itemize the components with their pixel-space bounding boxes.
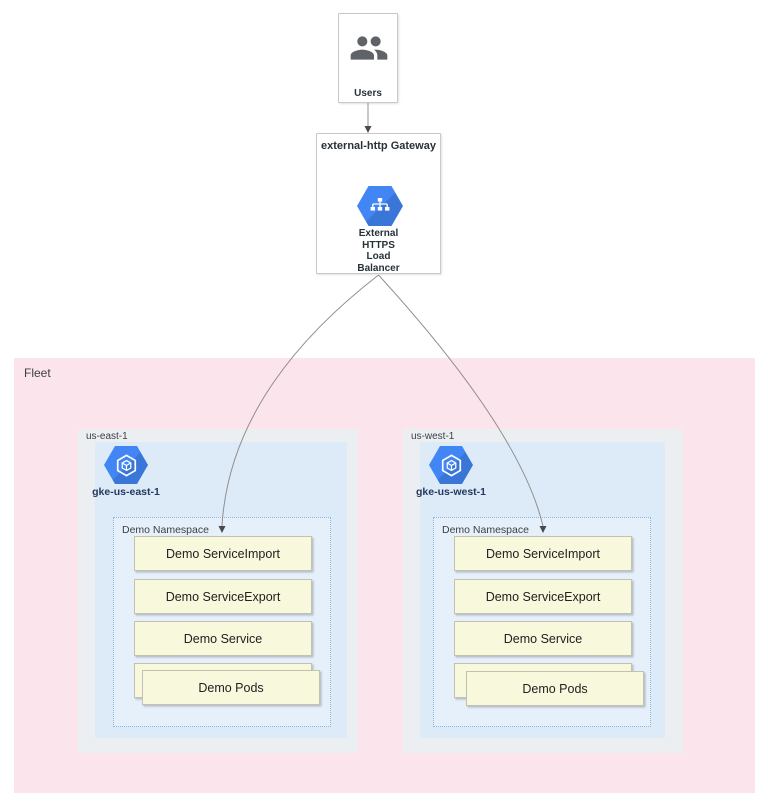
service-export-node: Demo ServiceExport (454, 579, 632, 614)
cluster-label: gke-us-west-1 (415, 486, 487, 498)
namespace-us-west-1: Demo Namespace Demo ServiceImport Demo S… (433, 517, 651, 727)
fleet-group: Fleet us-east-1 gke-us-east-1 Demo Names… (14, 358, 755, 793)
users-node: Users (338, 13, 398, 103)
region-label: us-west-1 (411, 431, 455, 442)
region-us-east-1: us-east-1 gke-us-east-1 Demo Namespace D… (78, 429, 358, 753)
cluster-label: gke-us-east-1 (92, 486, 160, 498)
load-balancer-glyph-icon (370, 198, 390, 211)
gke-glyph-icon (441, 454, 461, 476)
namespace-us-east-1: Demo Namespace Demo ServiceImport Demo S… (113, 517, 331, 727)
users-icon (350, 36, 388, 60)
pods-node: Demo Pods (142, 670, 320, 705)
service-export-node: Demo ServiceExport (134, 579, 312, 614)
gateway-title: external-http Gateway (321, 140, 436, 152)
load-balancer-icon (357, 186, 403, 226)
arrowhead-icon (364, 126, 372, 133)
region-us-west-1: us-west-1 gke-us-west-1 Demo Namespace D… (403, 429, 683, 753)
load-balancer-label: External HTTPS Load Balancer (357, 228, 400, 274)
gke-cluster-icon (429, 446, 473, 484)
users-label: Users (354, 88, 382, 99)
service-import-node: Demo ServiceImport (454, 536, 632, 571)
region-label: us-east-1 (86, 431, 128, 442)
service-import-node: Demo ServiceImport (134, 536, 312, 571)
pods-node: Demo Pods (466, 671, 644, 706)
fleet-label: Fleet (24, 366, 51, 380)
gke-glyph-icon (116, 454, 136, 476)
gateway-node: external-http Gateway External HTTPS Loa… (316, 133, 441, 274)
service-node: Demo Service (454, 621, 632, 656)
zone-us-east-1: gke-us-east-1 Demo Namespace Demo Servic… (92, 442, 347, 738)
namespace-label: Demo Namespace (122, 524, 209, 536)
zone-us-west-1: gke-us-west-1 Demo Namespace Demo Servic… (416, 442, 665, 738)
namespace-label: Demo Namespace (442, 524, 529, 536)
service-node: Demo Service (134, 621, 312, 656)
gke-cluster-icon (104, 446, 148, 484)
